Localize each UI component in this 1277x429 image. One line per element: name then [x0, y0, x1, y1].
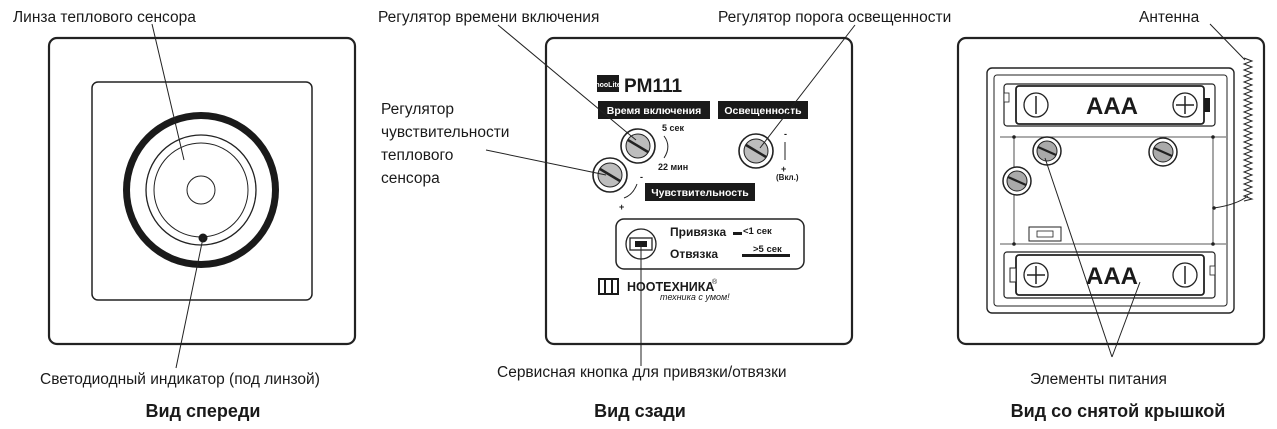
- service-label: Сервисная кнопка для привязки/отвязки: [497, 364, 787, 381]
- tag-sens: Чувствительность: [651, 187, 749, 199]
- tag-sens-bg: [645, 183, 755, 201]
- sens-plus: +: [619, 202, 624, 212]
- front-lens-ring-2: [145, 134, 257, 246]
- sens-label-line-4: сенсора: [381, 170, 440, 187]
- tag-time: Время включения: [607, 105, 701, 117]
- service-panel: [615, 218, 805, 270]
- unbind-time: >5 сек: [753, 244, 782, 255]
- noolite-logo: nooLite: [595, 82, 620, 89]
- front-outer-frame: [47, 36, 357, 346]
- sens-knob[interactable]: [592, 157, 628, 193]
- brand-logo-icon: [598, 278, 619, 295]
- front-inner-plate: [91, 81, 313, 301]
- sens-minus: -: [640, 172, 643, 182]
- light-minus: -: [784, 129, 787, 139]
- tag-light: Освещенность: [724, 105, 802, 117]
- light-reg-label: Регулятор порога освещенности: [718, 9, 951, 26]
- sens-label-line-1: Регулятор: [381, 101, 454, 118]
- model-label: PM111: [624, 76, 683, 97]
- unbind-bar: [742, 254, 790, 257]
- open-outer-frame: [956, 36, 1266, 346]
- power-label: Элементы питания: [1030, 371, 1167, 388]
- front-view: Линза теплового сенсора Светодиодный инд…: [13, 9, 357, 421]
- pcb-trimmer-3: [1002, 166, 1032, 196]
- time-leader-line: [497, 24, 637, 141]
- noolite-logo-box: [597, 75, 619, 92]
- front-lens-center: [186, 175, 216, 205]
- time-range-arrow: [663, 135, 669, 159]
- back-frame: [544, 36, 854, 346]
- light-knob[interactable]: [738, 133, 774, 169]
- antenna-leader-line: [1209, 23, 1246, 61]
- antenna-wire: [1213, 195, 1249, 209]
- antenna-coil: [1242, 57, 1254, 202]
- open-caption: Вид со снятой крышкой: [1011, 401, 1226, 421]
- time-min-label: 5 сек: [662, 123, 685, 133]
- tag-time-bg: [598, 101, 710, 119]
- back-view: nooLite PM111 Время включения Освещеннос…: [378, 9, 951, 421]
- lens-leader-line: [151, 23, 185, 161]
- lens-label: Линза теплового сенсора: [13, 9, 196, 26]
- sens-leader-line: [485, 149, 607, 176]
- sens-range-arrow: [623, 183, 638, 199]
- sens-label-line-3: теплового: [381, 147, 453, 164]
- brand-reg: ®: [712, 278, 718, 286]
- power-leader-line-1: [1044, 157, 1113, 358]
- time-max-label: 22 мин: [658, 162, 688, 172]
- sens-label-line-2: чувствительности: [381, 124, 509, 141]
- light-leader-line: [759, 24, 856, 149]
- battery-top: AAA: [1003, 83, 1216, 127]
- pcb-trimmer-1: [1032, 136, 1062, 166]
- led-leader-line: [175, 237, 204, 369]
- unbind-label: Отвязка: [670, 247, 718, 261]
- open-inner-frame-1: [986, 67, 1235, 314]
- battery-top-label: AAA: [1086, 93, 1138, 120]
- light-on-label: (Вкл.): [776, 173, 799, 182]
- open-view: AAA AAA: [956, 9, 1266, 421]
- light-plus: +: [781, 164, 786, 174]
- brand-name: НООТЕХНИКА: [627, 280, 714, 294]
- battery-bottom: AAA: [1003, 251, 1216, 299]
- bind-label: Привязка: [670, 225, 727, 239]
- pcb-trimmer-2: [1148, 137, 1178, 167]
- bind-time: <1 сек: [743, 226, 772, 237]
- brand-slogan: техника с умом!: [660, 292, 730, 302]
- time-reg-label: Регулятор времени включения: [378, 9, 599, 26]
- power-leader-line-2: [1111, 281, 1141, 358]
- front-lens-white: [130, 119, 272, 261]
- antenna-label: Антенна: [1139, 9, 1200, 26]
- battery-bottom-label: AAA: [1086, 263, 1138, 290]
- bind-bar: [733, 232, 742, 235]
- time-knob[interactable]: [620, 128, 656, 164]
- front-caption: Вид спереди: [146, 401, 261, 421]
- open-inner-frame-2: [993, 74, 1228, 307]
- led-label: Светодиодный индикатор (под линзой): [40, 371, 320, 388]
- back-caption: Вид сзади: [594, 401, 686, 421]
